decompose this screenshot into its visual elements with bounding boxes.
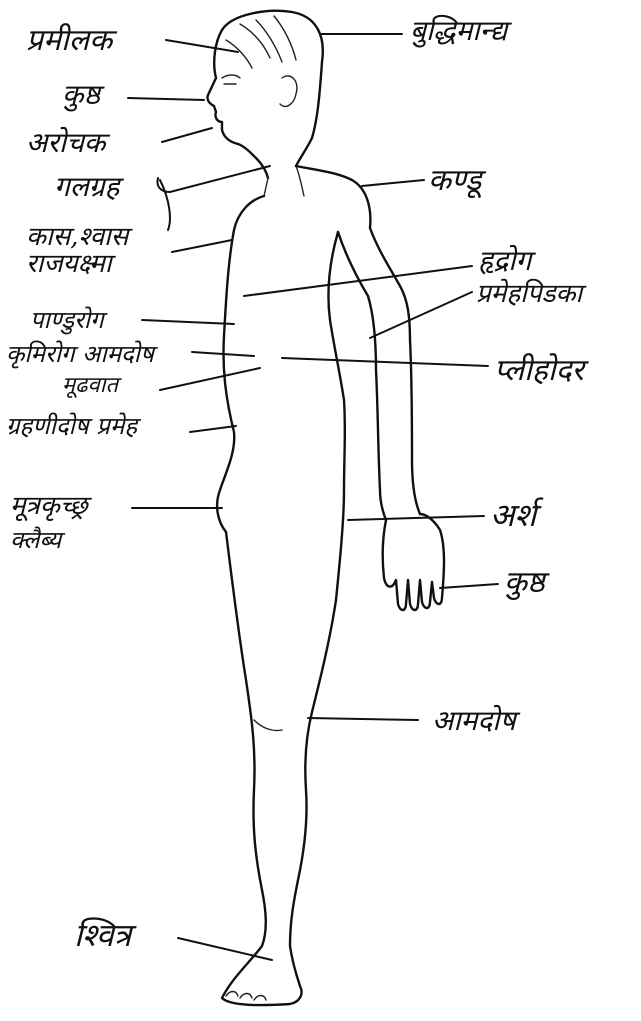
leader-kaas — [172, 240, 232, 252]
leader-aamdosh — [308, 718, 418, 720]
leader-arochak — [162, 128, 212, 142]
label-prameh-pidka: प्रमेहपिडका — [476, 278, 588, 309]
leader-mudhavaat — [160, 368, 260, 390]
label-plihodar: प्लीहोदर — [494, 353, 590, 388]
label-kushtha-face: कुष्ठ — [62, 78, 106, 112]
label-shvitra: श्वित्र — [74, 916, 138, 954]
label-mudhavaat: मूढवात — [62, 373, 122, 399]
hair-texture — [226, 16, 296, 68]
leader-hridrog — [244, 266, 472, 296]
leader-pramilak — [166, 40, 238, 52]
label-aamdosh-leg: आमदोष — [432, 704, 520, 737]
labels-right: बुद्धिमान्द्य कण्डू हृद्रोग प्रमेहपिडका … — [410, 14, 590, 737]
label-pramilak: प्रमीलक — [26, 23, 118, 58]
arm-outer — [370, 228, 420, 514]
label-kaas-shvaas: कास,श्वास — [26, 222, 133, 252]
back-shoulder — [296, 166, 370, 228]
human-figure — [207, 11, 444, 1005]
leader-kandu — [362, 180, 424, 186]
label-hridrog: हृद्रोग — [478, 244, 537, 277]
label-klaibya: क्लैब्य — [10, 526, 65, 554]
back-buttock — [328, 232, 344, 600]
leader-grahani — [190, 426, 236, 432]
label-arochak: अरोचक — [26, 126, 111, 159]
label-mutrakrichchhra: मूत्रकृच्छ्र — [10, 491, 93, 522]
leader-kushtha-hand — [440, 584, 498, 588]
label-buddhimaandya: बुद्धिमान्द्य — [410, 14, 513, 48]
label-galagraha: गलग्रह — [54, 170, 125, 203]
hand — [383, 514, 444, 610]
leader-prameh-pidka — [370, 292, 472, 338]
leader-pandurog — [142, 320, 234, 324]
knee — [254, 720, 282, 731]
label-kandu: कण्डू — [428, 163, 487, 199]
neck-lines — [264, 166, 304, 196]
leader-galagraha — [158, 166, 271, 230]
eye — [222, 75, 240, 84]
label-rajayakshma: राजयक्ष्मा — [26, 249, 117, 279]
leader-kushtha-face — [128, 98, 204, 100]
label-arsh: अर्श — [490, 496, 544, 534]
label-kushtha-hand: कुष्ठ — [504, 565, 550, 601]
label-grahanidosh-prameh: ग्रहणीदोष प्रमेह — [6, 412, 141, 440]
leader-shvitra — [178, 938, 272, 960]
leader-plihodar — [282, 358, 488, 366]
back-leg — [290, 600, 336, 946]
ear — [280, 76, 297, 106]
labels-left: प्रमीलक कुष्ठ अरोचक गलग्रह कास,श्वास राज… — [6, 23, 158, 954]
leader-arsh — [348, 516, 484, 520]
label-pandurog: पाण्डुरोग — [30, 306, 108, 335]
front-torso — [217, 196, 264, 532]
toes — [226, 992, 266, 1001]
label-krimirog-aamdosh: कृमिरोग आमदोष — [6, 340, 158, 369]
